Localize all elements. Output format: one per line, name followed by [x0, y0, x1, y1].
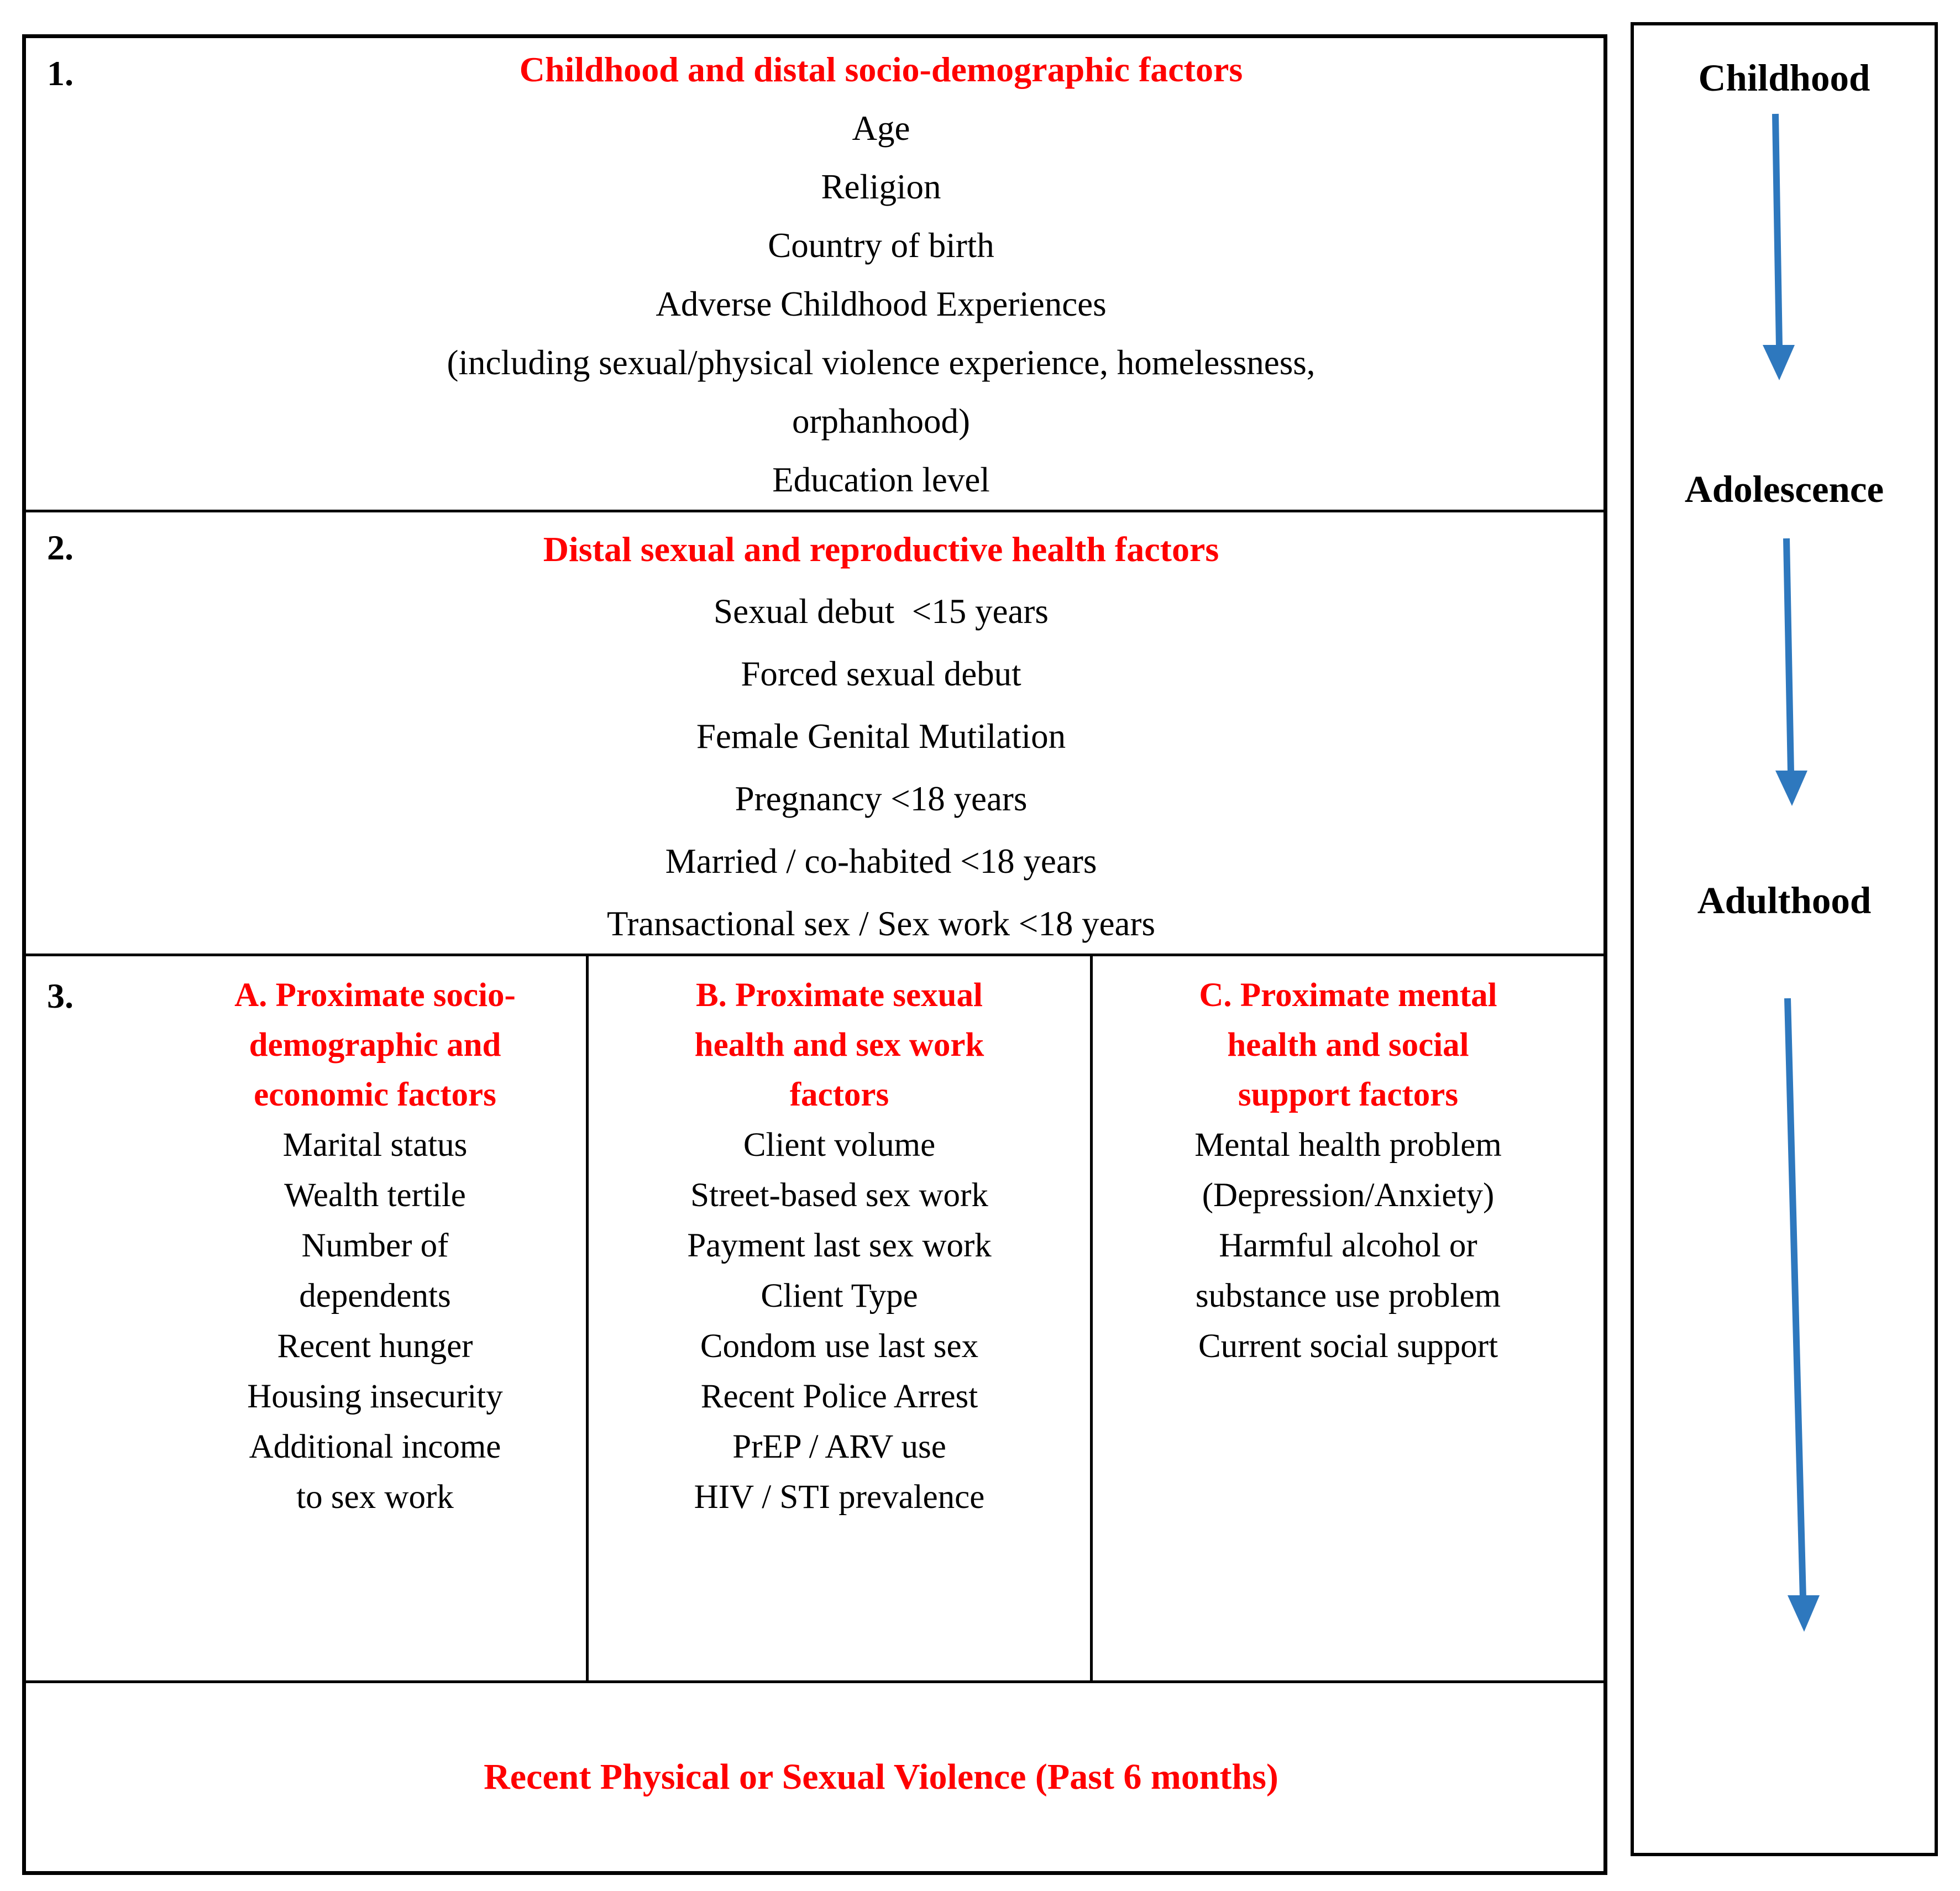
factor-item: Pregnancy <18 years: [735, 779, 1028, 818]
factor-item: Number of: [301, 1227, 449, 1264]
factor-item: Wealth tertile: [284, 1177, 466, 1214]
factor-item: Education level: [772, 460, 990, 499]
factor-item: Religion: [821, 167, 941, 206]
factor-item: orphanhood): [792, 402, 970, 441]
factor-item: substance use problem: [1195, 1277, 1501, 1314]
factor-item: Mental health problem: [1194, 1127, 1502, 1164]
column-c-content: C. Proximate mental health and social su…: [1093, 956, 1603, 1680]
factor-item: Transactional sex / Sex work <18 years: [606, 904, 1156, 943]
factor-item: Additional income: [249, 1428, 501, 1465]
column-b-title: health and sex work: [694, 1026, 984, 1064]
factor-item: Marital status: [282, 1127, 468, 1164]
factor-item: Country of birth: [768, 226, 994, 265]
section-number: 3.: [47, 976, 74, 1015]
factor-item: to sex work: [296, 1479, 454, 1516]
timeline-arrows: [1763, 113, 1820, 1632]
arrow-down-icon: [1775, 538, 1807, 806]
factor-item: Client volume: [743, 1127, 936, 1164]
section-3-proximate: 3. A. Proximate socio- demographic and e…: [26, 954, 1603, 1680]
section-4-outcome: Recent Physical or Sexual Violence (Past…: [26, 1680, 1603, 1871]
arrow-down-icon: [1784, 998, 1820, 1632]
section-number: 1.: [47, 54, 74, 93]
factor-item: Client Type: [761, 1277, 918, 1314]
column-c-title: support factors: [1238, 1076, 1459, 1113]
section-number: 2.: [47, 528, 74, 567]
outcome-content: Recent Physical or Sexual Violence (Past…: [159, 1683, 1603, 1871]
section-1-childhood-distal: 1. Childhood and distal socio-demographi…: [26, 38, 1603, 510]
factor-item: Sexual debut <15 years: [714, 592, 1049, 631]
factor-item: Adverse Childhood Experiences: [656, 285, 1107, 323]
factor-item: Recent Police Arrest: [700, 1378, 978, 1415]
timeline-column: Childhood Adolescence Adulthood: [1631, 22, 1938, 1856]
section-1-content: Childhood and distal socio-demographic f…: [159, 38, 1603, 510]
column-a-title: A. Proximate socio-: [234, 977, 516, 1014]
column-b-title: B. Proximate sexual: [695, 977, 983, 1014]
column-a-title: demographic and: [249, 1026, 501, 1064]
column-c-mental-health: C. Proximate mental health and social su…: [1093, 956, 1603, 1680]
factor-item: Street-based sex work: [690, 1177, 988, 1214]
arrow-down-icon: [1763, 113, 1795, 380]
factor-item: Age: [852, 109, 910, 148]
factor-item: dependents: [299, 1277, 451, 1314]
factor-item: Housing insecurity: [247, 1378, 503, 1415]
column-b-title: factors: [789, 1076, 889, 1113]
factor-item: Female Genital Mutilation: [696, 717, 1066, 756]
factor-item: Condom use last sex: [700, 1328, 979, 1365]
factor-item: (Depression/Anxiety): [1202, 1177, 1495, 1214]
section-2-title: Distal sexual and reproductive health fa…: [543, 530, 1219, 569]
factor-item: HIV / STI prevalence: [694, 1479, 985, 1516]
section-1-title: Childhood and distal socio-demographic f…: [519, 50, 1243, 89]
risk-factors-table: 1. Childhood and distal socio-demographi…: [22, 34, 1607, 1875]
factor-item: Recent hunger: [277, 1328, 473, 1365]
factor-item: Current social support: [1198, 1328, 1498, 1365]
factor-item: (including sexual/physical violence expe…: [447, 343, 1316, 382]
section-2-content: Distal sexual and reproductive health fa…: [159, 512, 1603, 954]
outcome-title: Recent Physical or Sexual Violence (Past…: [484, 1757, 1278, 1797]
column-b-sexual-health: B. Proximate sexual health and sex work …: [589, 956, 1093, 1680]
factor-item: PrEP / ARV use: [732, 1428, 946, 1465]
column-a-title: economic factors: [254, 1076, 496, 1113]
column-a-socio-demographic: 3. A. Proximate socio- demographic and e…: [26, 956, 589, 1680]
column-c-title: health and social: [1227, 1026, 1469, 1064]
column-b-content: B. Proximate sexual health and sex work …: [589, 956, 1090, 1680]
timeline-label-adolescence: Adolescence: [1684, 468, 1884, 510]
factor-item: Married / co-habited <18 years: [665, 842, 1097, 881]
section-number-spacer: [26, 1683, 159, 1871]
factor-item: Harmful alcohol or: [1219, 1227, 1477, 1264]
section-2-distal-srh: 2. Distal sexual and reproductive health…: [26, 510, 1603, 954]
factor-item: Forced sexual debut: [741, 654, 1021, 693]
timeline-label-adulthood: Adulthood: [1697, 879, 1872, 921]
column-c-title: C. Proximate mental: [1199, 977, 1497, 1014]
timeline-label-childhood: Childhood: [1698, 57, 1870, 99]
factor-item: Payment last sex work: [687, 1227, 992, 1264]
column-a-content: A. Proximate socio- demographic and econ…: [164, 956, 586, 1680]
